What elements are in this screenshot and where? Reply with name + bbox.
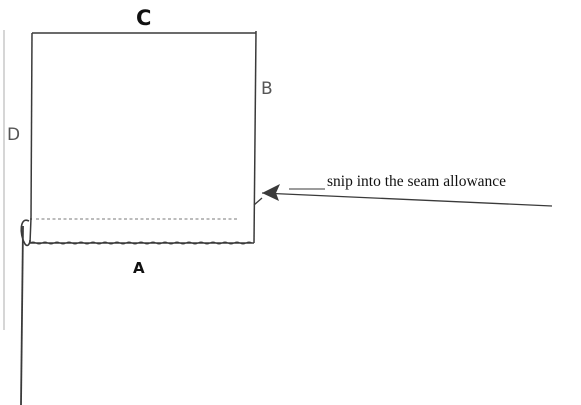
- edge-d-line: [30, 32, 33, 221]
- edge-label-d: D: [7, 125, 21, 145]
- edge-label-a: A: [133, 259, 145, 277]
- snip-pointer-shaft: [261, 192, 553, 207]
- fabric-continuation-line: [20, 225, 24, 405]
- edge-b-line: [253, 30, 257, 244]
- folded-seam-allowance: [29, 217, 254, 244]
- edge-label-c: C: [136, 6, 152, 30]
- edge-a-rough-hem: [29, 241, 253, 245]
- snip-mark: [253, 197, 263, 206]
- edge-label-b: B: [261, 79, 273, 99]
- fold-curl: [20, 219, 31, 247]
- snip-annotation: snip into the seam allowance: [327, 173, 507, 190]
- arrowhead-icon: [262, 184, 280, 201]
